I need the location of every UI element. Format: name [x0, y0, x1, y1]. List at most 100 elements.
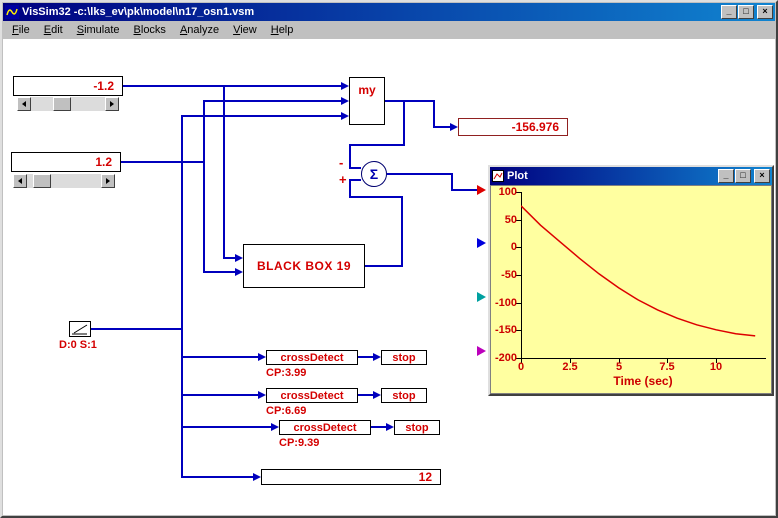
wire	[181, 476, 253, 478]
wire	[181, 394, 258, 396]
ramp-caption: D:0 S:1	[59, 339, 97, 351]
x-tick-label: 0	[503, 361, 539, 373]
scroll-thumb[interactable]	[33, 174, 51, 188]
stop-block[interactable]: stop	[394, 420, 440, 435]
menu-help[interactable]: Help	[264, 22, 301, 38]
scroll-right-button[interactable]	[101, 174, 115, 188]
scroll-track[interactable]	[27, 174, 101, 188]
compound-block-my[interactable]: my	[349, 77, 385, 125]
cross-detect-block[interactable]: crossDetect	[266, 350, 358, 365]
plot-titlebar[interactable]: Plot _ □ ×	[490, 167, 772, 185]
right-arrow-icon	[106, 178, 110, 184]
wire	[181, 115, 183, 478]
app-icon	[5, 5, 19, 19]
slider-bottom-value[interactable]: 1.2	[11, 152, 121, 172]
plot-window-controls: _ □ ×	[718, 169, 770, 183]
menu-blocks[interactable]: Blocks	[127, 22, 173, 38]
x-tick-label: 5	[601, 361, 637, 373]
left-arrow-icon	[18, 178, 22, 184]
wire	[203, 100, 341, 102]
input-arrow-icon	[373, 353, 381, 361]
wire	[433, 126, 450, 128]
wire	[349, 144, 405, 146]
plot-input-arrow-teal-icon	[477, 292, 486, 302]
input-arrow-icon	[341, 82, 349, 90]
plot-close-button[interactable]: ×	[754, 169, 770, 183]
ramp-icon	[71, 323, 89, 335]
wire	[181, 356, 258, 358]
wire	[451, 189, 477, 191]
input-arrow-icon	[258, 391, 266, 399]
y-tick-label: 100	[491, 186, 517, 198]
y-tick-label: -150	[491, 324, 517, 336]
wire	[358, 394, 374, 396]
close-button[interactable]: ×	[757, 5, 773, 19]
menu-edit[interactable]: Edit	[37, 22, 70, 38]
x-axis	[521, 358, 766, 359]
wire	[358, 356, 374, 358]
wire	[365, 265, 403, 267]
x-tick-label: 7.5	[649, 361, 685, 373]
display-block-top[interactable]: -156.976	[458, 118, 568, 136]
wire	[203, 100, 205, 163]
menu-analyze[interactable]: Analyze	[173, 22, 226, 38]
ramp-block[interactable]	[69, 321, 91, 337]
wire	[181, 426, 271, 428]
y-tick-label: 0	[491, 241, 517, 253]
scroll-right-button[interactable]	[105, 97, 119, 111]
black-box-block[interactable]: BLACK BOX 19	[243, 244, 365, 288]
scroll-left-button[interactable]	[17, 97, 31, 111]
minimize-button[interactable]: _	[721, 5, 737, 19]
wire	[223, 257, 235, 259]
plot-xlabel: Time (sec)	[521, 374, 765, 388]
window-controls: _ □ ×	[721, 5, 773, 19]
display-block-bottom[interactable]: 12	[261, 469, 441, 485]
plot-maximize-button[interactable]: □	[735, 169, 751, 183]
plot-title: Plot	[507, 170, 715, 182]
input-arrow-icon	[235, 268, 243, 276]
menubar: File Edit Simulate Blocks Analyze View H…	[3, 21, 775, 39]
wire	[349, 144, 351, 169]
plot-window-icon	[492, 170, 504, 182]
stop-block[interactable]: stop	[381, 350, 427, 365]
cross-detect-block[interactable]: crossDetect	[279, 420, 371, 435]
slider-top-value[interactable]: -1.2	[13, 76, 123, 96]
wire	[121, 161, 205, 163]
scroll-left-button[interactable]	[13, 174, 27, 188]
left-arrow-icon	[22, 101, 26, 107]
input-arrow-icon	[373, 391, 381, 399]
wire	[123, 85, 341, 87]
sum-minus-sign: -	[339, 155, 343, 170]
plot-minimize-button[interactable]: _	[718, 169, 734, 183]
maximize-button[interactable]: □	[738, 5, 754, 19]
input-arrow-icon	[450, 123, 458, 131]
plot-input-arrow-red-icon	[477, 185, 486, 195]
scroll-thumb[interactable]	[53, 97, 71, 111]
plot-input-arrow-blue-icon	[477, 238, 486, 248]
x-tick-label: 10	[698, 361, 734, 373]
x-tick-label: 2.5	[552, 361, 588, 373]
plot-area: 100 50 0 -50 -100 -150 -200 0 2.5 5 7.5 …	[490, 185, 772, 394]
wire	[223, 85, 225, 259]
wire	[433, 100, 435, 128]
input-arrow-icon	[235, 254, 243, 262]
cross-detect-block[interactable]: crossDetect	[266, 388, 358, 403]
y-tick-label: -50	[491, 269, 517, 281]
stop-block[interactable]: stop	[381, 388, 427, 403]
cross-point-label: CP:9.39	[279, 437, 319, 449]
menu-simulate[interactable]: Simulate	[70, 22, 127, 38]
plot-window[interactable]: Plot _ □ ×	[488, 165, 774, 396]
titlebar[interactable]: VisSim32 -c:\lks_ev\pk\model\n17_osn1.vs…	[3, 3, 775, 21]
menu-view[interactable]: View	[226, 22, 264, 38]
scroll-track[interactable]	[31, 97, 105, 111]
wire	[403, 100, 405, 146]
slider-bottom-scrollbar	[13, 174, 115, 188]
summing-junction-block[interactable]: Σ	[361, 161, 387, 187]
wire	[181, 115, 341, 117]
menu-file[interactable]: File	[5, 22, 37, 38]
cross-point-label: CP:3.99	[266, 367, 306, 379]
wire	[387, 173, 451, 175]
input-arrow-icon	[271, 423, 279, 431]
wire	[371, 426, 387, 428]
